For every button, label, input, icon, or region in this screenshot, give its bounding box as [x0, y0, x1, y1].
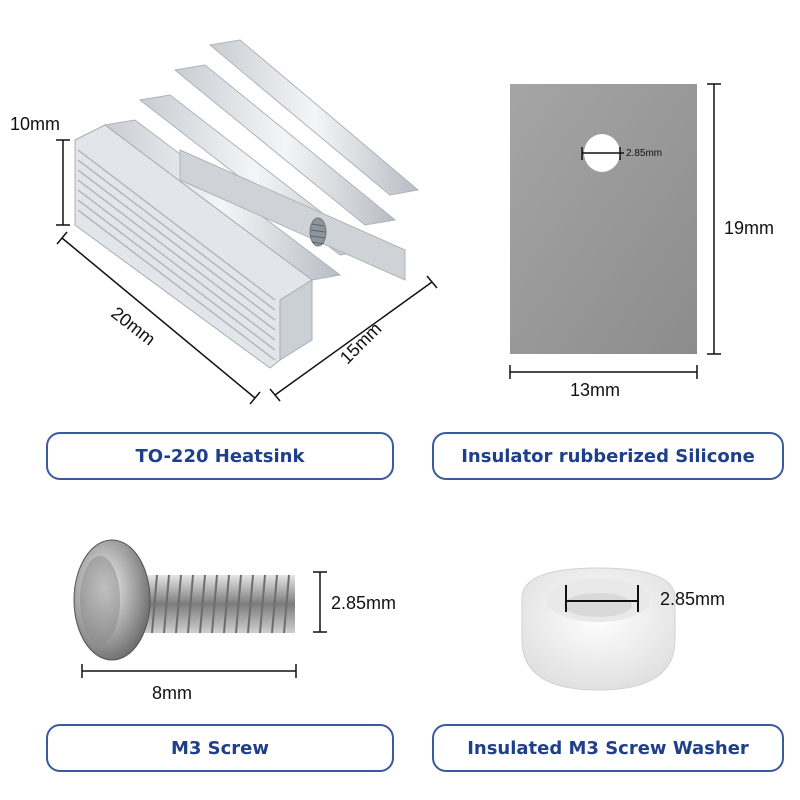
washer-image: [521, 567, 676, 691]
washer-hole-dimension: 2.85mm: [660, 589, 726, 609]
screw-image: [73, 539, 295, 661]
heatsink-dimension-lines: [56, 139, 438, 405]
screw-dimension-lines: [81, 571, 327, 678]
washer-label: Insulated M3 Screw Washer: [432, 724, 784, 772]
insulator-dimension-lines: [509, 83, 721, 379]
heatsink-height-dimension: 10mm: [10, 114, 61, 134]
insulator-height-dimension: 19mm: [724, 218, 775, 238]
washer-dimension-lines: [565, 585, 639, 612]
insulator-label: Insulator rubberized Silicone: [432, 432, 784, 480]
insulator-width-dimension: 13mm: [570, 380, 621, 400]
insulator-pad-image: [510, 84, 697, 354]
insulator-hole-dimension: 2.85mm: [626, 148, 663, 159]
screw-label: M3 Screw: [46, 724, 394, 772]
screw-diameter-dimension: 2.85mm: [331, 593, 397, 613]
heatsink-label: TO-220 Heatsink: [46, 432, 394, 480]
screw-length-dimension: 8mm: [152, 683, 192, 703]
heatsink-image: [74, 39, 420, 369]
